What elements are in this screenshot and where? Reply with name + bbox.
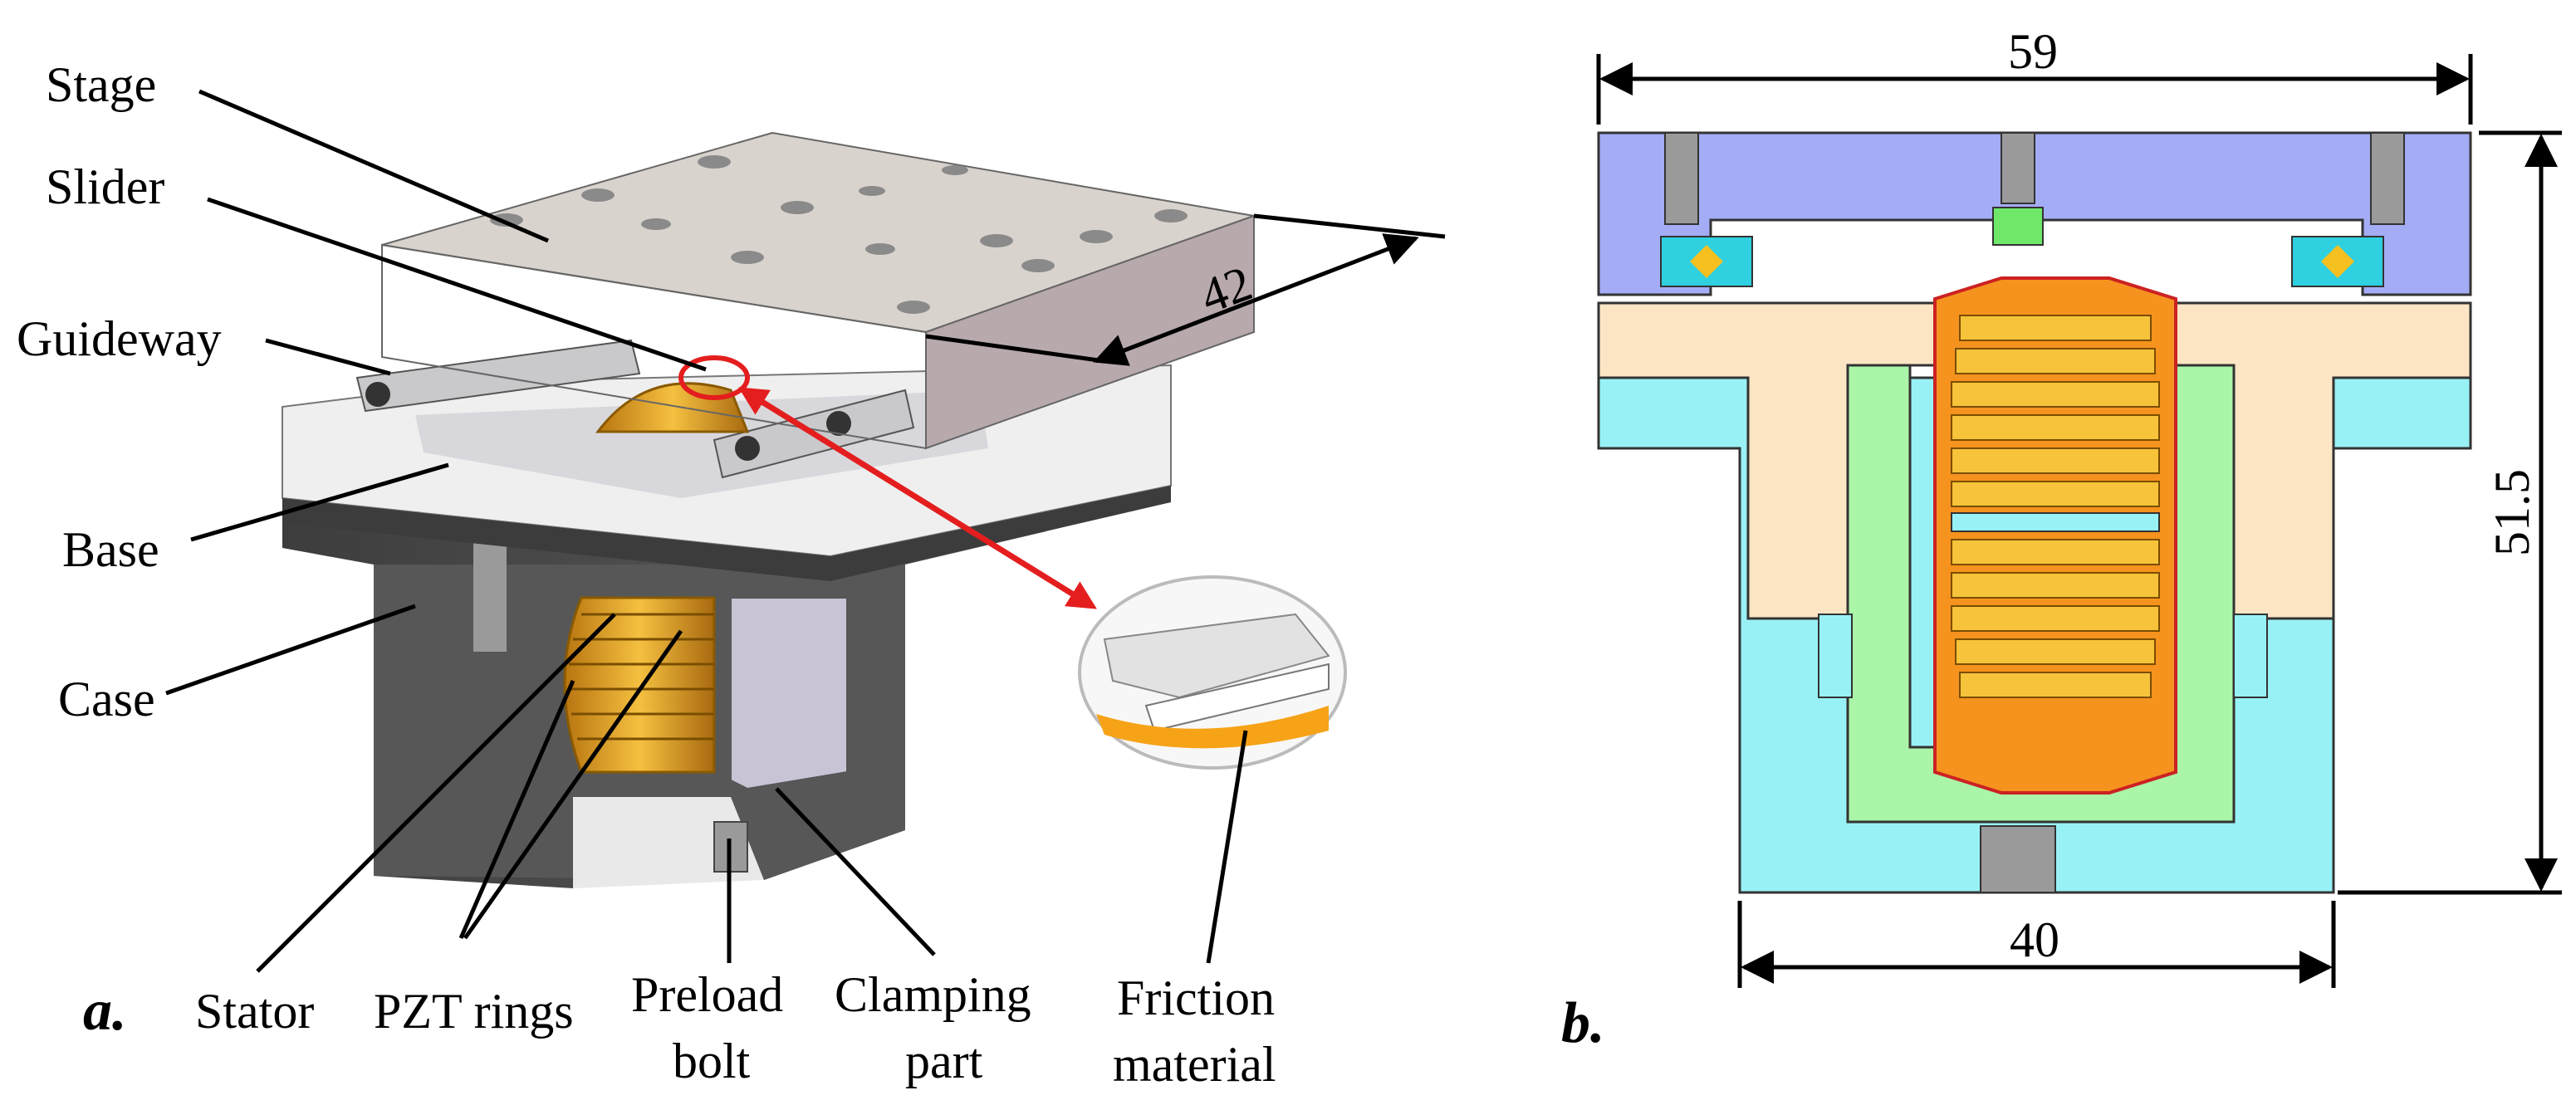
leader-friction-material xyxy=(1206,730,1248,964)
dimension-40: 40 xyxy=(2010,912,2059,967)
leader-case xyxy=(165,604,416,696)
callout-base: Base xyxy=(62,522,159,577)
callout-stator: Stator xyxy=(195,984,314,1039)
leader-pzt-1 xyxy=(458,680,575,939)
callout-clamping-line1: Clamping xyxy=(835,967,1031,1022)
dimension-51-5: 51.5 xyxy=(2485,469,2539,556)
slider-highlight-circle xyxy=(678,355,750,400)
panel-b-illustration: 59 51.5 40 b. xyxy=(1561,24,2562,1055)
callout-preload-line1: Preload xyxy=(631,967,783,1022)
callout-preload-line2: bolt xyxy=(673,1034,751,1088)
zoom-indicator-arrow xyxy=(738,387,1097,609)
dimension-59: 59 xyxy=(2008,24,2058,79)
callout-case: Case xyxy=(58,672,155,726)
callout-guideway: Guideway xyxy=(17,311,222,366)
friction-zoom-inset xyxy=(1078,575,1347,770)
leader-base xyxy=(190,462,449,542)
callout-stage: Stage xyxy=(46,57,156,112)
callout-friction-line2: material xyxy=(1113,1037,1276,1092)
leader-pzt-2 xyxy=(463,629,683,940)
callout-friction-line1: Friction xyxy=(1117,971,1275,1025)
leader-slider xyxy=(207,197,707,372)
panel-b-label: b. xyxy=(1561,991,1605,1055)
panel-a-label: a. xyxy=(83,979,127,1043)
panel-a-illustration: Stage Slider Guideway Base Case Stator P… xyxy=(17,57,1446,1092)
leader-guideway xyxy=(265,338,391,376)
callout-clamping-line2: part xyxy=(905,1034,983,1088)
section-bolts xyxy=(1664,132,2405,893)
callout-slider: Slider xyxy=(46,159,164,214)
clamping-part xyxy=(730,597,848,790)
depth-dimension xyxy=(925,213,1446,366)
leader-stage xyxy=(198,89,549,243)
leader-clamping-part xyxy=(775,787,936,956)
callout-pzt-rings: PZT rings xyxy=(374,984,574,1039)
leader-stator xyxy=(256,613,616,973)
section-pzt-rings xyxy=(1951,315,2160,698)
